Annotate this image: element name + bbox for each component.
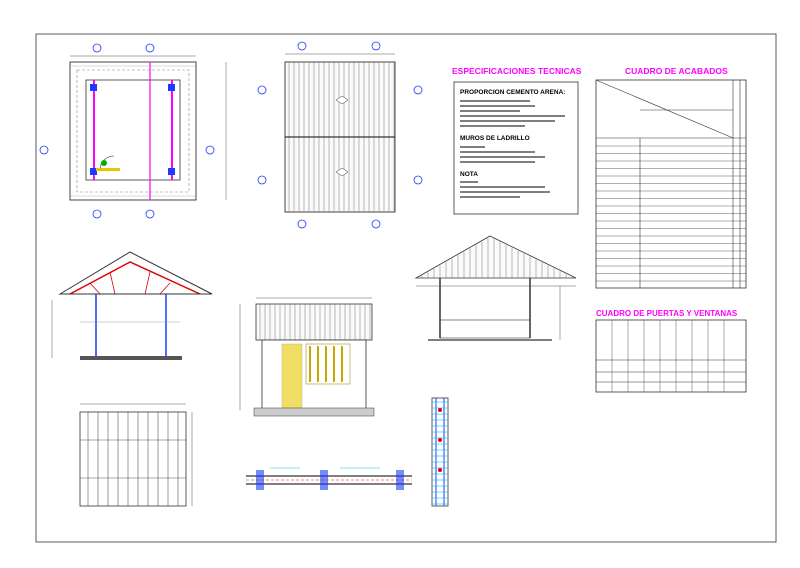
beam-detail xyxy=(246,467,412,490)
side-elevation xyxy=(414,235,577,341)
specs-title: ESPECIFICACIONES TECNICAS xyxy=(452,66,582,76)
sheet-border xyxy=(35,33,777,543)
front-elevation xyxy=(239,297,375,417)
specs-walls-subtitle: MUROS DE LADRILLO xyxy=(460,135,530,142)
floor-plan xyxy=(39,43,227,219)
roof-plan xyxy=(257,41,423,229)
doors-title: CUADRO DE PUERTAS Y VENTANAS xyxy=(596,309,738,318)
column-detail xyxy=(431,397,449,507)
doors-windows-table: CUADRO DE PUERTAS Y VENTANAS xyxy=(595,309,747,393)
roof-framing-plan xyxy=(79,403,193,507)
finishes-table: CUADRO DE ACABADOS xyxy=(595,66,747,289)
specs-note-title: NOTA xyxy=(460,171,478,178)
finishes-title: CUADRO DE ACABADOS xyxy=(625,66,728,76)
section-truss xyxy=(51,251,213,360)
technical-specs-panel: ESPECIFICACIONES TECNICAS PROPORCION CEM… xyxy=(452,66,582,215)
specs-mortar-subtitle: PROPORCION CEMENTO ARENA: xyxy=(460,89,565,96)
